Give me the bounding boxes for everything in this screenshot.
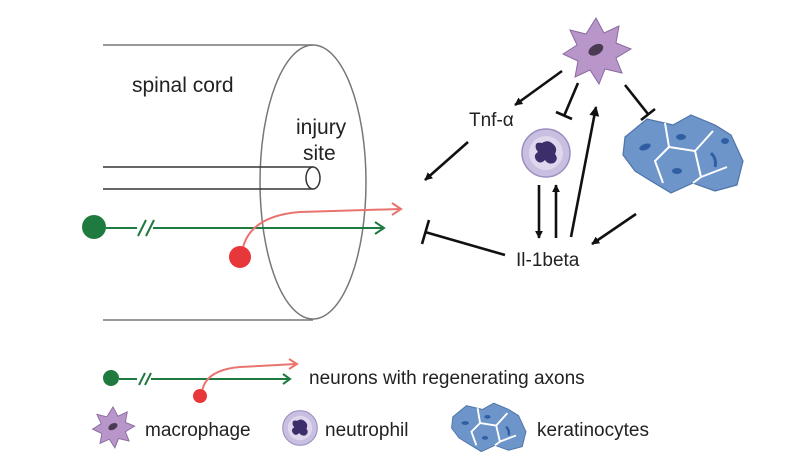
legend-neutrophil-label: neutrophil [325, 420, 408, 441]
legend-neutrophil-icon [282, 410, 318, 446]
tnf-label: Tnf-α [469, 110, 514, 131]
neutrophil-icon [521, 128, 571, 178]
legend-keratinocytes-label: keratinocytes [537, 420, 649, 441]
legend-macrophage-icon [91, 405, 136, 449]
central-canal [103, 166, 321, 190]
spinal-cord-cylinder [103, 44, 367, 321]
spinal-cord-label: spinal cord [132, 74, 234, 97]
injury-label-line2: site [303, 142, 336, 165]
inhibition-lines [420, 82, 656, 257]
red-neuron [229, 202, 403, 268]
injury-site-ellipse [259, 44, 367, 320]
legend-neurons-label: neurons with regenerating axons [309, 368, 585, 389]
pathway-arrows [424, 69, 637, 246]
legend-macrophage-label: macrophage [145, 420, 251, 441]
green-neuron [82, 215, 386, 239]
injury-label-line1: injury [296, 116, 347, 139]
legend-keratinocyte-icon [451, 402, 527, 453]
il1-label: Il-1beta [516, 250, 580, 271]
keratinocyte-icon [622, 114, 744, 194]
macrophage-icon [561, 17, 633, 86]
legend-neurons-icon [103, 358, 299, 403]
